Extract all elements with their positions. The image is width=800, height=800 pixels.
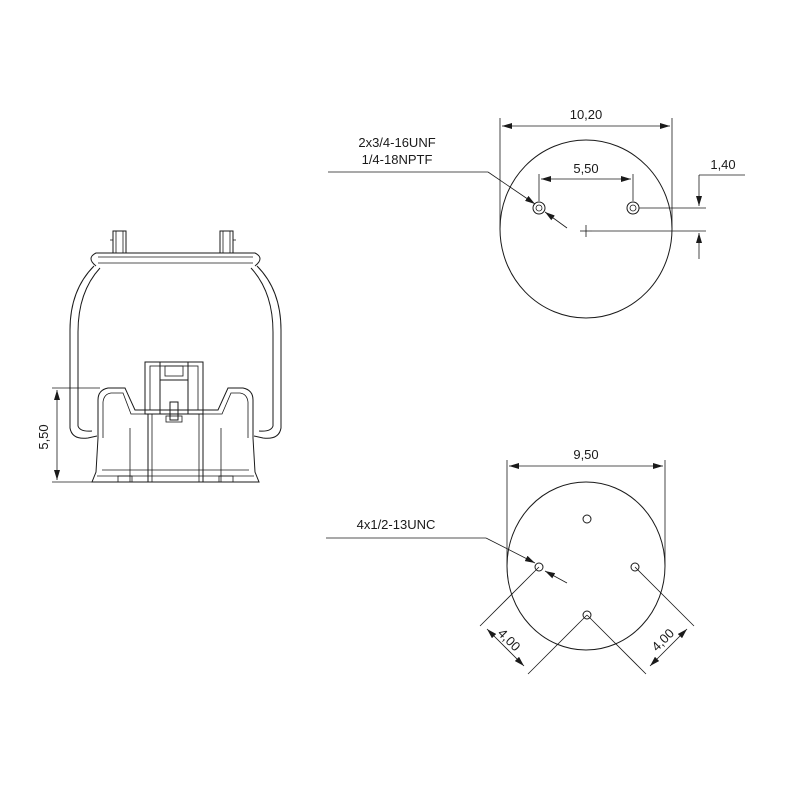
side-view-air-spring: 5,50 bbox=[36, 230, 282, 483]
stud-spacing-label: 5,50 bbox=[573, 161, 598, 176]
top-stud-left bbox=[110, 230, 127, 254]
top-plate-view: 10,20 5,50 1,40 2x3/4-16UNF 1/4-18NPTF bbox=[328, 107, 745, 319]
top-callout-line1: 2x3/4-16UNF bbox=[358, 135, 435, 150]
top-stud-right bbox=[219, 230, 236, 254]
piston bbox=[91, 387, 260, 483]
bottom-plate-outline bbox=[506, 481, 666, 651]
height-dimension-label: 5,50 bbox=[36, 424, 51, 449]
bolt-spacing-right-label: 4,00 bbox=[649, 626, 678, 655]
bolt-spacing-right-dimension: 4,00 bbox=[586, 566, 695, 675]
stud-hole-left bbox=[532, 201, 546, 215]
offset-dimension: 1,40 bbox=[592, 157, 745, 259]
top-bead-plate bbox=[90, 252, 261, 267]
stud-spacing-dimension: 5,50 bbox=[538, 161, 634, 201]
bellows bbox=[69, 265, 282, 439]
center-mark bbox=[580, 225, 592, 237]
top-callout-leader: 2x3/4-16UNF 1/4-18NPTF bbox=[328, 135, 568, 229]
bolt-hole-right bbox=[630, 562, 640, 572]
top-diameter-dimension: 10,20 bbox=[499, 107, 673, 229]
top-callout-line2: 1/4-18NPTF bbox=[362, 152, 433, 167]
bolt-hole-left bbox=[534, 562, 544, 572]
bolt-hole-bottom bbox=[582, 610, 592, 620]
top-diameter-label: 10,20 bbox=[570, 107, 603, 122]
bottom-callout-label: 4x1/2-13UNC bbox=[357, 517, 436, 532]
bolt-spacing-left-dimension: 4,00 bbox=[479, 566, 588, 675]
bottom-piston-view: 9,50 4x1/2-13UNC 4,00 4,00 bbox=[326, 447, 695, 675]
air-fitting-block bbox=[144, 361, 204, 423]
bolt-hole-top bbox=[582, 514, 592, 524]
height-dimension: 5,50 bbox=[36, 387, 100, 483]
offset-label: 1,40 bbox=[710, 157, 735, 172]
stud-hole-right bbox=[626, 201, 640, 215]
bottom-diameter-label: 9,50 bbox=[573, 447, 598, 462]
bottom-callout-leader: 4x1/2-13UNC bbox=[326, 517, 568, 584]
bolt-spacing-left-label: 4,00 bbox=[495, 626, 524, 655]
